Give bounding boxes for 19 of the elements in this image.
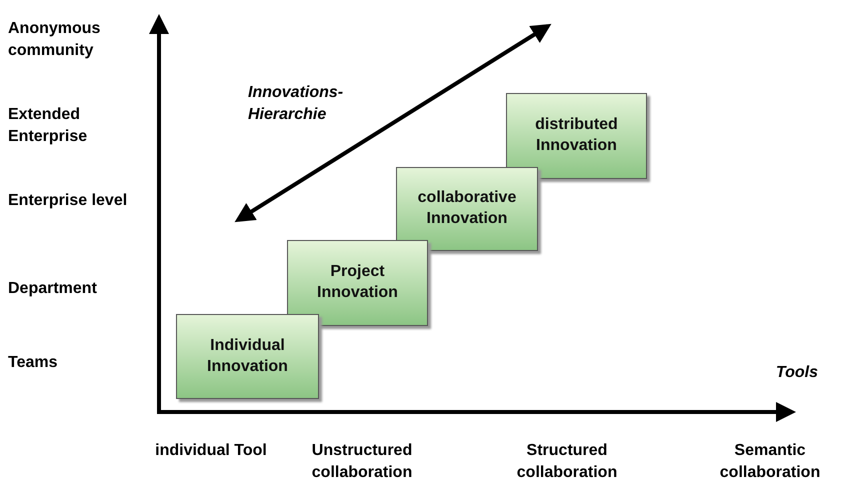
- box-label: collaborative Innovation: [416, 188, 518, 229]
- box-label: distributed Innovation: [534, 115, 619, 156]
- process-box: [287, 240, 428, 326]
- level-label: Enterprise level: [8, 191, 128, 211]
- tick-label: Semantic collaboration: [718, 441, 822, 483]
- tick-label: Structured collaboration: [516, 441, 618, 483]
- axis-label: Tools: [774, 363, 818, 383]
- level-label: Teams: [8, 353, 59, 373]
- process-box: [396, 167, 538, 251]
- hierarchy-label: Innovations- Hierarchie: [248, 83, 344, 125]
- tick-label: individual Tool: [154, 441, 268, 461]
- level-label: Extended Enterprise: [8, 105, 88, 147]
- process-box: [506, 93, 647, 179]
- process-box: [176, 314, 319, 399]
- level-label: Department: [8, 279, 98, 299]
- box-label: Individual Innovation: [206, 336, 289, 376]
- box-label: Project Innovation: [316, 262, 399, 303]
- tick-label: Unstructured collaboration: [310, 441, 414, 483]
- level-label: Anonymous community: [8, 19, 102, 61]
